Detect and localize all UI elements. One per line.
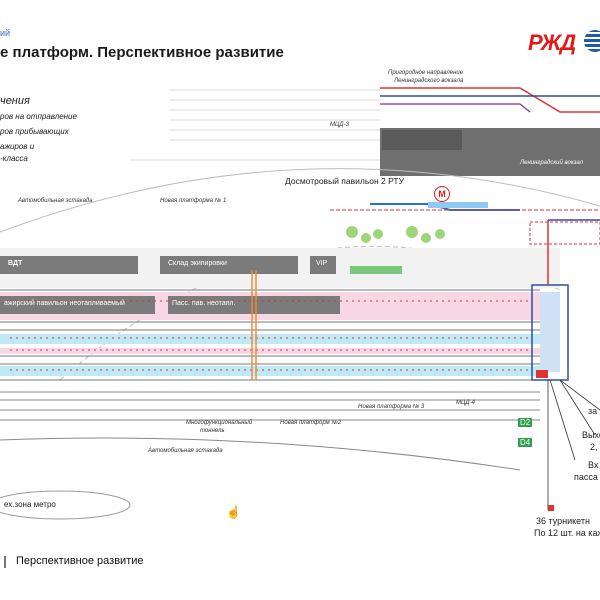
page-title: е платформ. Перспективное развитие — [0, 44, 284, 61]
new-platform-3-label: Новая платформа № 3 — [358, 404, 425, 410]
estacada-top-label: Автомобильная эстакада — [18, 198, 93, 204]
estacada-bottom-label: Автомобильная эстакада — [148, 448, 223, 454]
turnstiles-label-2: По 12 шт. на каж — [534, 528, 600, 538]
rzd-logo: РЖД — [528, 30, 576, 55]
right-label-pass: пасса — [574, 472, 598, 482]
right-label-exit: Выхо — [582, 430, 600, 440]
mcd3-top-label: МЦД-3 — [330, 122, 349, 128]
station-label: Ленинградский вокзал — [520, 160, 584, 166]
mcd4-label: МЦД-4 — [456, 400, 475, 406]
vip-label: VIP — [316, 260, 328, 267]
right-label-two: 2, — [590, 442, 598, 452]
pass-pavilion-label: ажирский павильон неотапливаемый — [4, 300, 125, 307]
metro-zone-label: ех.зона метро — [4, 500, 56, 509]
d4-badge: D4 — [518, 438, 533, 447]
legend-item: ажиров и — [0, 142, 35, 151]
warehouse-label: Склад экипировки — [168, 260, 227, 267]
legend-item: -класса — [0, 154, 28, 163]
pass-pavilion-short-label: Пасс. пав. неотапл. — [172, 300, 236, 307]
new-platform-1-label: Новая платформа № 1 — [160, 198, 227, 204]
right-label-z: за — [588, 406, 598, 416]
suburban-label-2: Ленинградского вокзала — [394, 78, 464, 84]
legend-item: ров на отправление — [0, 112, 77, 121]
multi-tunnel-label: Многофункциональный — [186, 420, 253, 426]
page-subtitle: ий — [0, 28, 11, 38]
legend-heading: чения — [0, 95, 30, 107]
suburban-label: Пригородное направление — [388, 70, 464, 76]
inspection-pavilion-label: Досмотровый павильон 2 РТУ — [285, 176, 405, 186]
right-label-in: Вх — [588, 460, 599, 470]
metro-icon: М — [434, 186, 450, 202]
multi-tunnel-label-2: тоннель — [200, 428, 225, 434]
turnstiles-label: 36 турникетн — [536, 516, 590, 526]
new-platform-2-label: Новая платформ №2 — [280, 420, 342, 426]
globe-icon — [584, 30, 600, 52]
footer-caption: Перспективное развитие — [16, 555, 144, 567]
hand-cursor-icon: ☝ — [226, 505, 241, 519]
vdt-label: ВДТ — [8, 260, 23, 267]
footer-marker — [4, 556, 6, 568]
d2-badge: D2 — [518, 418, 533, 427]
legend-item: ров прибывающих — [0, 127, 69, 136]
